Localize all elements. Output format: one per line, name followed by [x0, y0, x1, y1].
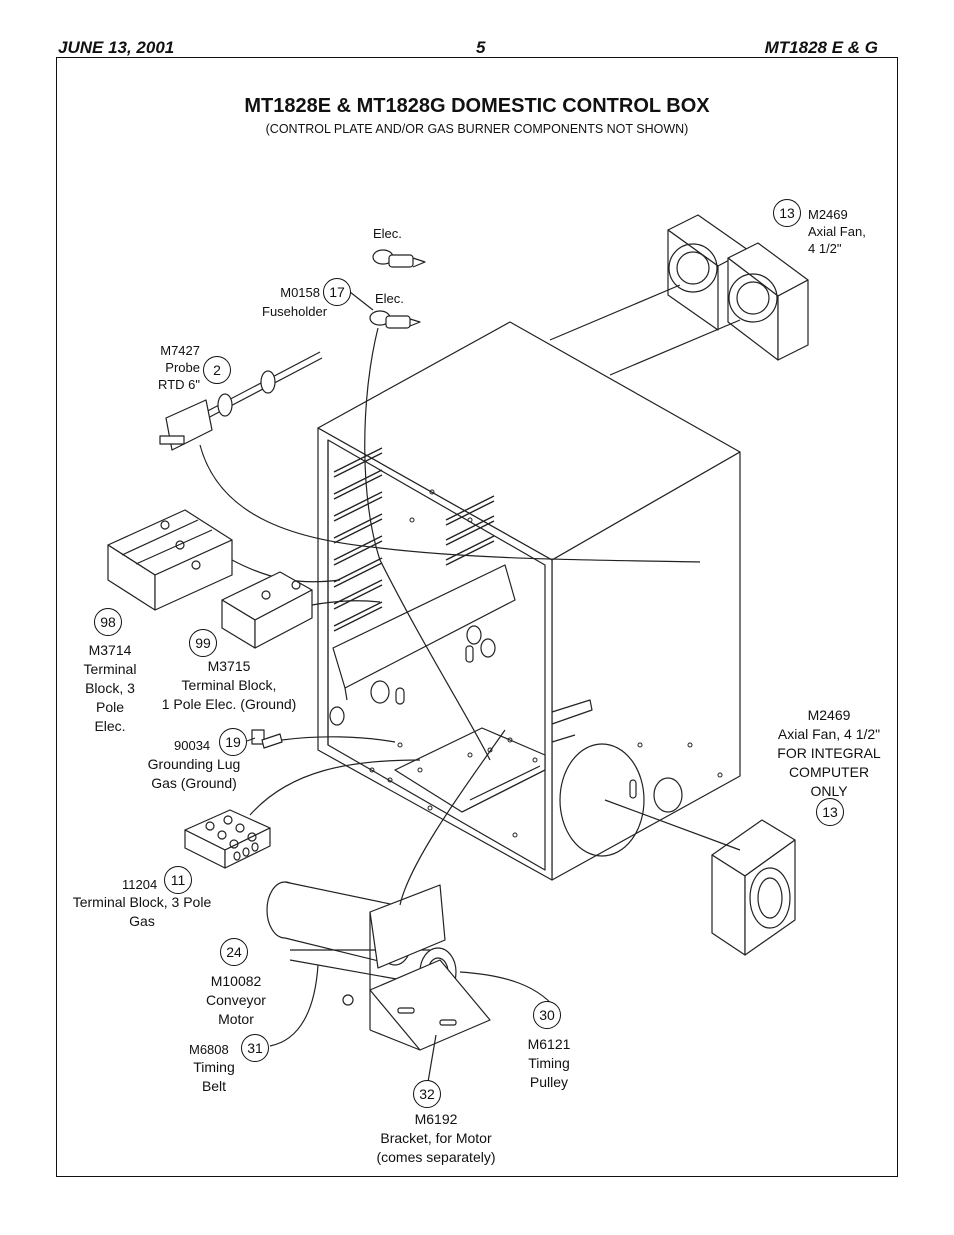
pulley-desc-line2: Pulley — [529, 1074, 569, 1090]
motor-desc-line1: Conveyor — [206, 992, 266, 1008]
fan-side-label: M2469 Axial Fan, 4 1/2" FOR INTEGRAL COM… — [762, 706, 896, 801]
grounding-lug-desc-line2: Gas (Ground) — [151, 775, 237, 791]
probe-desc-line2: RTD 6" — [158, 377, 200, 392]
terminal-block-99-label: M3715 Terminal Block, 1 Pole Elec. (Grou… — [146, 657, 312, 714]
grounding-lug-drawing — [251, 729, 396, 749]
item-bubble-17: 17 — [323, 278, 351, 306]
terminal-block-1-pole-drawing — [221, 571, 381, 649]
timing-pulley-label: M6121 Timing Pulley — [514, 1035, 584, 1092]
conveyor-motor-label: M10082 Conveyor Motor — [190, 972, 282, 1029]
probe-part-label: M7427 Probe RTD 6" — [140, 342, 200, 393]
axial-fan-side-drawing — [604, 799, 796, 956]
conveyor-motor-assembly-drawing — [266, 729, 506, 1051]
item-bubble-13-top: 13 — [773, 199, 801, 227]
bracket-desc-line2: (comes separately) — [376, 1149, 496, 1165]
bracket-part-number: M6192 — [414, 1111, 458, 1127]
item-bubble-2: 2 — [203, 356, 231, 384]
axial-fan-top-drawing — [549, 214, 809, 376]
pulley-part-number: M6121 — [527, 1036, 571, 1052]
tb98-desc-line4: Elec. — [94, 718, 126, 734]
tb98-desc-line3: Pole — [95, 699, 125, 715]
item-bubble-13-side: 13 — [816, 798, 844, 826]
header-page-number: 5 — [476, 38, 486, 57]
bracket-desc-line1: Bracket, for Motor — [380, 1130, 492, 1146]
probe-part-number: M7427 — [160, 343, 200, 358]
pulley-desc-line1: Timing — [528, 1055, 570, 1071]
fan-side-part-number: M2469 — [807, 707, 851, 723]
item-bubble-99: 99 — [189, 629, 217, 657]
item-bubble-11: 11 — [164, 866, 192, 894]
tb11-desc-line1: Terminal Block, 3 Pole — [72, 894, 212, 910]
fan-side-desc-line1: Axial Fan, 4 1/2" — [777, 726, 881, 742]
probe-rtd-drawing — [159, 351, 701, 563]
grounding-lug-desc-line1: Grounding Lug — [147, 756, 241, 772]
fan-side-desc-line2: FOR INTEGRAL — [777, 745, 881, 761]
belt-desc-line1: Timing — [193, 1059, 235, 1075]
tb98-part-number: M3714 — [88, 642, 132, 658]
terminal-block-3-pole-elec-drawing — [107, 509, 341, 611]
fuseholder-desc: Fuseholder — [262, 304, 328, 319]
timing-belt-label: Timing Belt — [180, 1058, 248, 1096]
terminal-block-11-label: Terminal Block, 3 Pole Gas — [62, 893, 222, 931]
tb99-part-number: M3715 — [207, 658, 251, 674]
item-bubble-24: 24 — [220, 938, 248, 966]
motor-part-number: M10082 — [210, 973, 262, 989]
item-bubble-31: 31 — [241, 1034, 269, 1062]
terminal-block-11-part-number: 11204 — [122, 877, 158, 892]
terminal-block-98-label: M3714 Terminal Block, 3 Pole Elec. — [72, 641, 148, 736]
elec-label-2: Elec. — [375, 291, 404, 306]
tb11-desc-line2: Gas — [129, 913, 155, 929]
header-date: JUNE 13, 2001 — [58, 38, 175, 57]
fan-side-desc-line3: COMPUTER — [788, 764, 870, 780]
belt-desc-line2: Belt — [201, 1078, 227, 1094]
grounding-lug-part-number: 90034 — [174, 738, 211, 753]
fuseholder-part-number: M0158 — [280, 285, 320, 300]
fan-top-desc-line2: 4 1/2" — [808, 241, 842, 256]
page-title: MT1828E & MT1828G DOMESTIC CONTROL BOX — [244, 95, 710, 117]
tb99-desc-line1: Terminal Block, — [181, 677, 277, 693]
page-subtitle: (CONTROL PLATE AND/OR GAS BURNER COMPONE… — [265, 122, 689, 136]
page-frame — [56, 57, 898, 1177]
fan-side-desc-line4: ONLY — [810, 783, 848, 799]
elec-label-1: Elec. — [373, 226, 402, 241]
header-model: MT1828 E & G — [764, 38, 878, 57]
fan-top-desc-line1: Axial Fan, — [808, 224, 866, 239]
terminal-block-3-pole-gas-drawing — [184, 759, 421, 869]
tb98-desc-line1: Terminal — [83, 661, 137, 677]
timing-belt-part-number: M6808 — [189, 1042, 229, 1057]
control-box-cabinet — [317, 321, 741, 881]
fuseholder-drawings — [364, 249, 491, 761]
fan-top-part-number: M2469 — [808, 207, 848, 222]
item-bubble-32: 32 — [413, 1080, 441, 1108]
tb99-desc-line2: 1 Pole Elec. (Ground) — [161, 696, 297, 712]
item-bubble-98: 98 — [94, 608, 122, 636]
tb98-desc-line2: Block, 3 — [85, 680, 135, 696]
grounding-lug-label: Grounding Lug Gas (Ground) — [138, 755, 250, 793]
motor-desc-line2: Motor — [218, 1011, 254, 1027]
motor-bracket-label: M6192 Bracket, for Motor (comes separate… — [356, 1110, 516, 1167]
fan-top-part-label: M2469 Axial Fan, 4 1/2" — [808, 206, 866, 257]
item-bubble-19: 19 — [219, 728, 247, 756]
item-bubble-30: 30 — [533, 1001, 561, 1029]
probe-desc-line1: Probe — [165, 360, 200, 375]
